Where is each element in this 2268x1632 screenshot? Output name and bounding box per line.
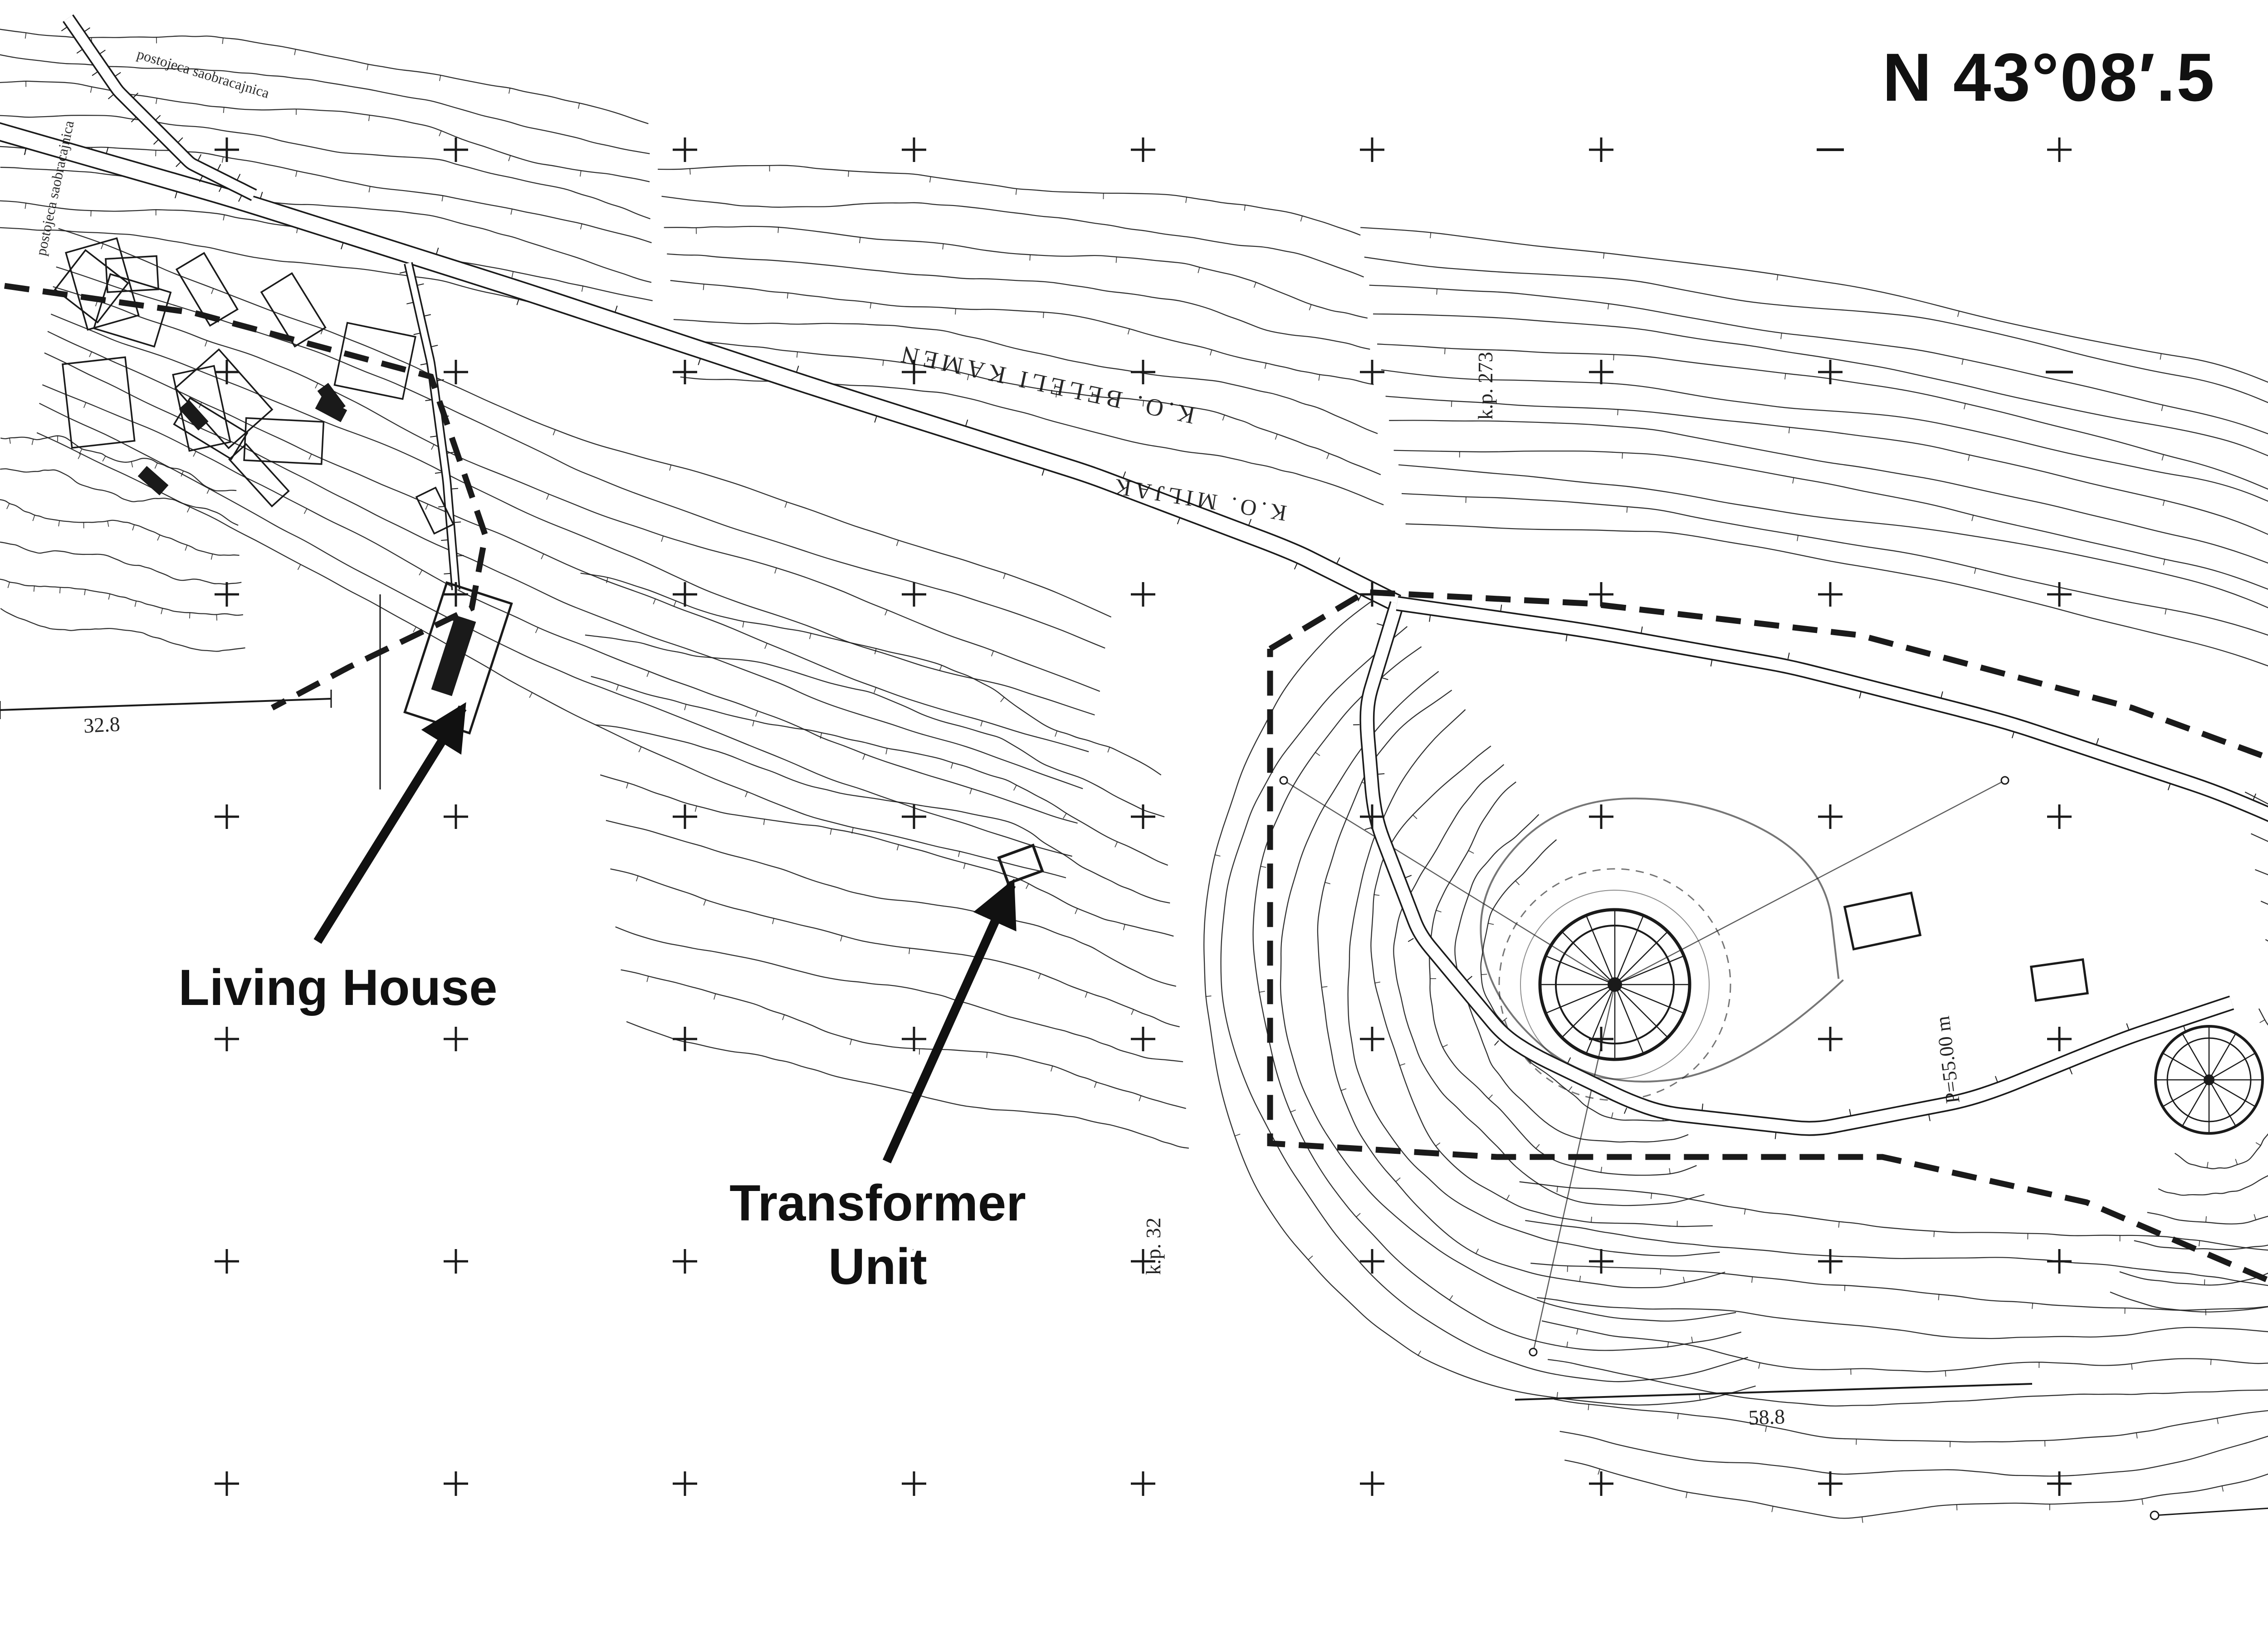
roads	[0, 14, 2268, 1139]
living-house-label: Living House	[178, 959, 497, 1016]
transformer-label-line-2: Unit	[828, 1238, 927, 1295]
village-parcels	[54, 237, 455, 535]
distance-label-32-8: 32.8	[83, 712, 121, 737]
callout-labels: Living House Transformer Unit ASV1 ASV2	[175, 702, 1030, 1299]
coordinates-header: N 43°08′.5 E 21°33′.4 1155 hmsl	[1882, 39, 2216, 115]
structures	[403, 581, 2264, 1135]
coordinates-latitude: N 43°08′.5	[1882, 39, 2216, 115]
site-boundary-dashed	[4, 283, 2268, 1284]
parcel-label-32: k.p. 32	[1142, 1218, 1165, 1275]
transformer-arrow	[882, 878, 1017, 1164]
transformer-label-line-1: Transformer	[729, 1175, 1026, 1231]
parcel-label-273: k.p. 273	[1474, 352, 1497, 420]
grid-cross-marks	[215, 137, 2073, 1496]
living-house-arrow	[313, 702, 467, 944]
distance-label-58-8: 58.8	[1748, 1405, 1785, 1429]
